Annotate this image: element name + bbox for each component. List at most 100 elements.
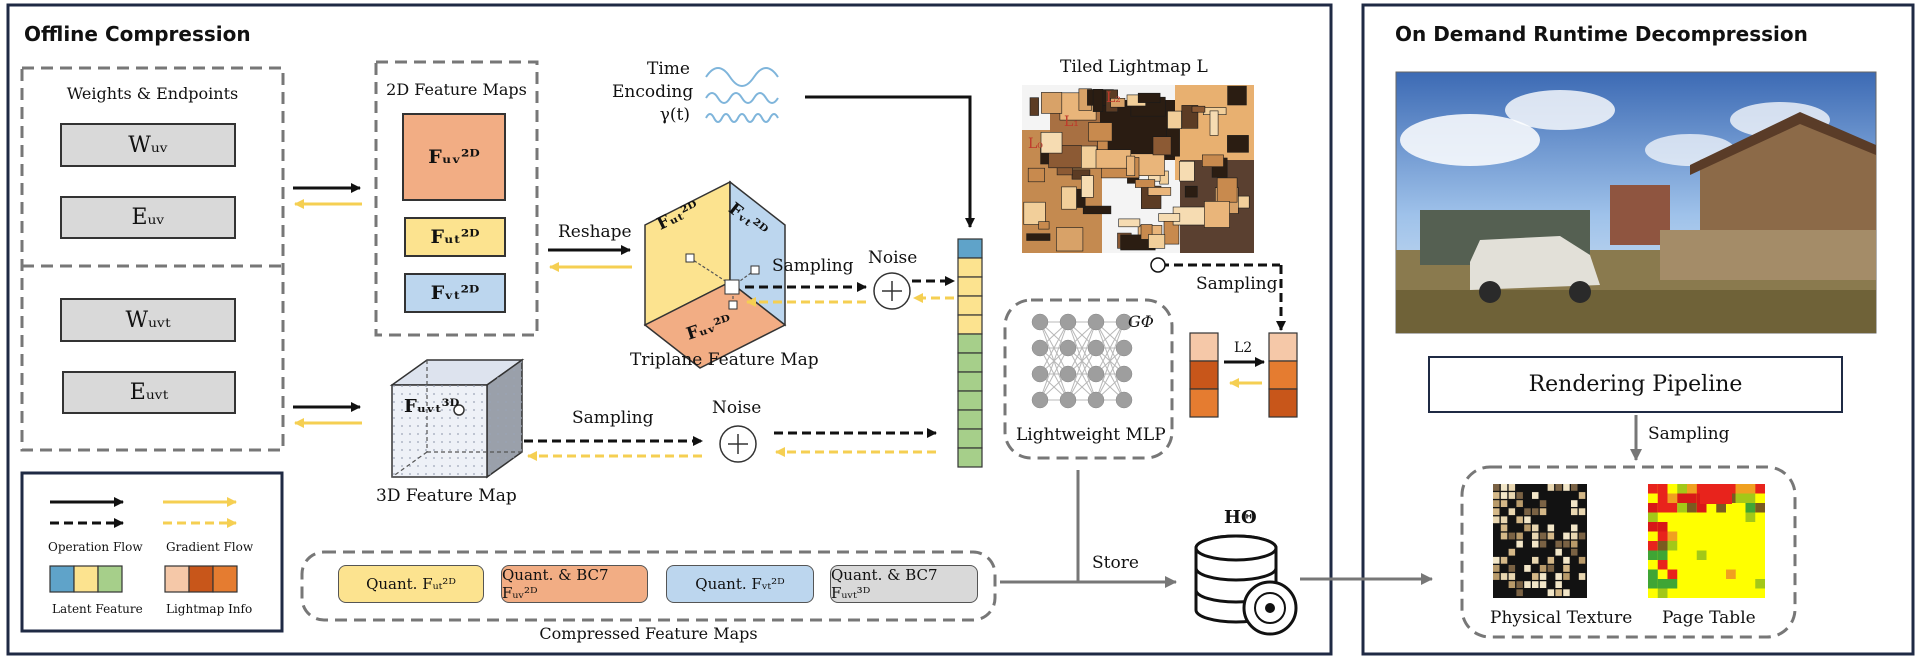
lightmap-tile [1191, 105, 1206, 113]
physical-texture-tile [1563, 573, 1570, 580]
e-uv-box: Eᵤᵥ [60, 196, 236, 239]
runtime-panel-title: On Demand Runtime Decompression [1395, 22, 1808, 46]
mlp-edge [1039, 321, 1069, 375]
legend-lightmap-cell [164, 565, 190, 593]
page-table-tile [1657, 522, 1668, 532]
lightmap-tile [1081, 175, 1094, 198]
physical-texture-tile [1516, 500, 1523, 507]
page-table-tile [1677, 493, 1687, 503]
page-table-tile [1687, 503, 1697, 513]
physical-texture-image [1493, 484, 1587, 598]
predicted-lightmap-cell [1189, 332, 1219, 362]
page-table-image [1648, 484, 1765, 598]
time-encoding-waves [705, 67, 779, 123]
latent-feature-column [957, 238, 983, 468]
physical-texture-tile [1524, 565, 1531, 572]
mlp-edge [1067, 321, 1097, 401]
latent-cell [957, 447, 983, 468]
physical-texture-tile [1571, 508, 1578, 516]
time-encoding-label: Time Encoding γ(t) [612, 59, 694, 125]
page-table-tile [1648, 522, 1658, 532]
runtime-panel-frame [1361, 3, 1915, 656]
physical-texture-tile [1524, 524, 1531, 532]
latent-cell [957, 276, 983, 297]
legend-operation-flow: Operation Flow [48, 540, 143, 554]
page-table-tile [1667, 579, 1678, 589]
lightmap-tile [1118, 218, 1141, 228]
page-table-tile [1755, 579, 1765, 589]
physical-texture-tile [1493, 556, 1500, 564]
tiled-lightmap-title: Tiled Lightmap L [1060, 57, 1208, 77]
lightmap-tile [1167, 110, 1182, 129]
weights-dashed-box [20, 66, 285, 452]
physical-texture-tile [1500, 500, 1508, 507]
rendering-pipeline-box: Rendering Pipeline [1428, 356, 1843, 413]
page-table-tile [1745, 503, 1756, 513]
physical-texture-tile [1493, 516, 1500, 524]
physical-texture-tile [1539, 581, 1547, 588]
physical-texture-tile [1500, 532, 1508, 540]
lightmap-tile [1061, 186, 1077, 210]
feature-map-3d-cube [389, 358, 525, 479]
page-table-tile [1696, 503, 1707, 513]
lightmap-tile [1038, 221, 1050, 230]
page-table-tile [1648, 484, 1658, 494]
page-table-tile [1677, 503, 1687, 513]
legend-latent-swatches [49, 565, 123, 593]
mlp-edge [1095, 347, 1125, 401]
physical-texture-tile [1578, 556, 1586, 564]
lightmap-level-0: L₀ [1028, 136, 1043, 152]
physical-texture-tile [1516, 516, 1523, 524]
feature-map-vt: Fᵥₜ²ᴰ [404, 273, 506, 313]
page-table-tile [1657, 560, 1668, 570]
triplane-sampling-label: Sampling [772, 256, 854, 276]
physical-texture-tile [1555, 581, 1562, 588]
physical-texture-tile [1516, 492, 1523, 499]
page-table-tile [1687, 484, 1697, 494]
3d-sampling-label: Sampling [572, 408, 654, 428]
feature-map-uv: Fᵤᵥ²ᴰ [402, 113, 506, 201]
physical-texture-tile [1532, 573, 1539, 580]
page-table-tile [1648, 550, 1658, 560]
lightmap-tile [1092, 89, 1104, 112]
lightmap-tile [1152, 136, 1172, 156]
mlp-dashed-box [1003, 298, 1174, 460]
physical-texture-tile [1539, 565, 1547, 572]
lightmap-info-columns [1189, 332, 1298, 418]
mlp-network [1031, 313, 1133, 409]
mlp-node [1031, 313, 1049, 331]
physical-texture-tile [1547, 524, 1555, 532]
page-table-tile [1657, 541, 1668, 551]
physical-texture-tile [1571, 532, 1578, 540]
physical-texture-tile [1500, 492, 1508, 499]
physical-texture-tile [1571, 484, 1578, 491]
page-table-tile [1735, 484, 1746, 494]
physical-texture-tile [1571, 540, 1578, 548]
latent-cell [957, 257, 983, 278]
w-uvt-box: Wᵤᵥₜ [60, 298, 236, 342]
physical-texture-tile [1508, 508, 1516, 516]
page-table-caption: Page Table [1662, 608, 1756, 628]
lightmap-tile [1026, 233, 1051, 241]
physical-texture-tile [1493, 484, 1500, 491]
physical-texture-tile [1532, 508, 1539, 516]
compressed-dashed-box [300, 550, 997, 622]
latent-cell [957, 390, 983, 411]
physical-texture-tile [1508, 565, 1516, 572]
mlp-node [1059, 313, 1077, 331]
lightmap-tile [1137, 92, 1161, 103]
physical-texture-tile [1516, 581, 1523, 588]
physical-texture-tile [1516, 540, 1523, 548]
physical-texture-tile [1508, 573, 1516, 580]
lightmap-level-1: L₁ [1064, 114, 1079, 130]
e-uvt-box: Eᵤᵥₜ [62, 371, 236, 414]
physical-texture-tile [1524, 581, 1531, 588]
legend-lightmap-cell [188, 565, 214, 593]
page-table-tile [1755, 503, 1765, 513]
lightmap-tile [1140, 224, 1153, 240]
database-icon [1194, 534, 1298, 636]
mlp-node [1115, 313, 1133, 331]
page-table-tile [1657, 484, 1668, 494]
mlp-node [1031, 365, 1049, 383]
